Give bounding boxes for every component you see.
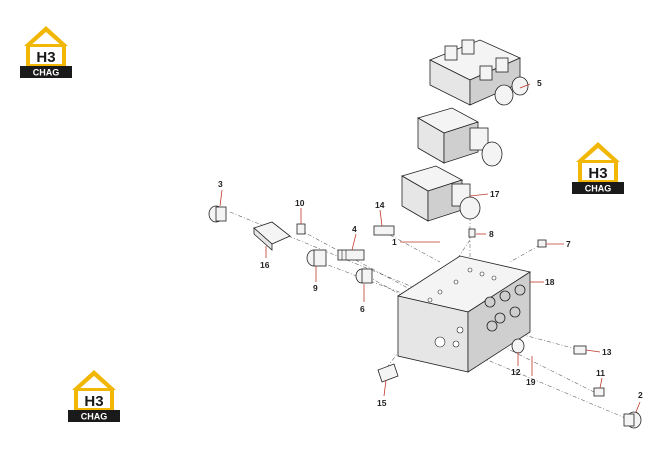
callout-12: 12: [511, 367, 521, 377]
callout-17: 17: [490, 189, 500, 199]
part-fitting-15: [377, 363, 399, 383]
callout-11: 11: [596, 368, 605, 378]
logo-text: CHAG: [585, 184, 612, 194]
callout-10: 10: [295, 198, 305, 208]
callout-4: 4: [352, 224, 357, 234]
part-fitting-6: [355, 268, 373, 284]
part-plug-12: [511, 338, 525, 354]
callout-8: 8: [489, 229, 494, 239]
part-plug-8: [468, 228, 476, 238]
part-fitting-14: [373, 225, 395, 236]
part-plug-10: [296, 223, 306, 235]
part-plug-7: [537, 239, 547, 248]
logo-text: CHAG: [81, 412, 108, 422]
callout-15: 15: [377, 398, 387, 408]
brand-logo-top-left: H3 CHAG: [18, 24, 74, 80]
callout-1: 1: [392, 237, 397, 247]
part-fitting-9: [306, 249, 327, 267]
part-sleeve-16: [253, 221, 291, 251]
part-solenoid-valve-lower: [400, 165, 481, 222]
leader-lines: [219, 83, 641, 413]
logo-letters: H3: [588, 165, 607, 182]
callout-16: 16: [260, 260, 270, 270]
part-double-solenoid-valve: [429, 39, 529, 106]
callout-9: 9: [313, 283, 318, 293]
part-fitting-11: [593, 387, 605, 397]
logo-text: CHAG: [33, 68, 60, 78]
callout-18: 18: [545, 277, 555, 287]
callout-14: 14: [375, 200, 385, 210]
callout-19: 19: [526, 377, 536, 387]
brand-logo-right: H3 CHAG: [570, 140, 626, 196]
logo-letters: H3: [84, 393, 103, 410]
part-fitting-13: [573, 345, 587, 355]
brand-logo-bottom-left: H3 CHAG: [66, 368, 122, 424]
part-fitting-4: [337, 249, 365, 261]
callouts: 1 2 3 4 5 6 7 8 9 10 11 12 13 14 15 16 1…: [218, 78, 643, 408]
logo-letters: H3: [36, 49, 55, 66]
callout-2: 2: [638, 390, 643, 400]
part-manifold-block: [396, 255, 532, 373]
callout-5: 5: [537, 78, 542, 88]
callout-3: 3: [218, 179, 223, 189]
part-plug-3: [208, 205, 227, 223]
callout-7: 7: [566, 239, 571, 249]
part-solenoid-valve-upper: [416, 107, 503, 167]
part-cap-2: [623, 411, 642, 429]
callout-13: 13: [602, 347, 612, 357]
callout-6: 6: [360, 304, 365, 314]
